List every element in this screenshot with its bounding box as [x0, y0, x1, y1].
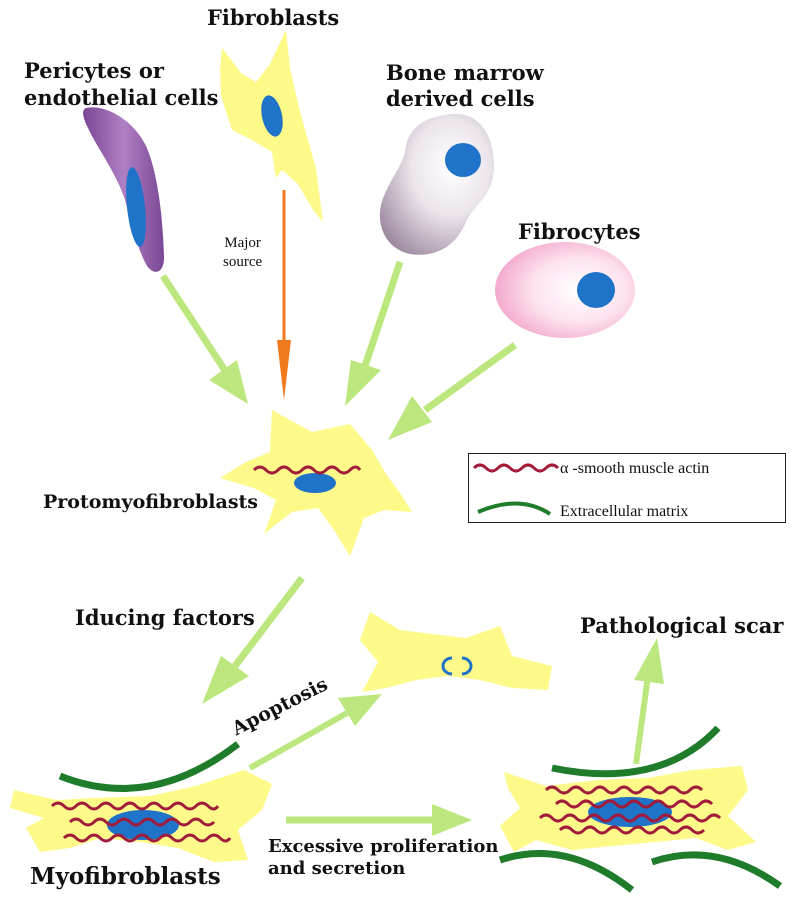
label-fibrocytes: Fibrocytes: [518, 219, 641, 244]
scar-cell: [498, 725, 783, 893]
arrow-excessive-proliferation: [286, 804, 472, 836]
label-pericytes: Pericytes or endothelial cells: [24, 57, 218, 111]
ecm-fiber: [58, 741, 241, 792]
arrow-bone-marrow-to-proto: [345, 260, 404, 406]
ecm-fiber: [551, 725, 721, 778]
label-protomyofibroblasts: Protomyofibroblasts: [43, 491, 259, 513]
apoptotic-cell: [360, 612, 552, 692]
label-myofibroblasts: Myofibroblasts: [30, 863, 221, 890]
fibrocyte-nucleus: [577, 272, 615, 308]
actin-fiber: [544, 785, 704, 795]
arrow-to-pathological-scar: [633, 638, 664, 765]
arrow-apoptosis: [248, 694, 382, 771]
fibroblast-cell: [220, 30, 323, 222]
legend-actin-swatch: [472, 463, 560, 473]
fibroblast-nucleus: [261, 95, 283, 137]
label-major-source: Major source: [223, 234, 262, 272]
protomyofibroblast-cell: [220, 410, 412, 556]
label-excessive-proliferation: Excessive proliferation and secretion: [268, 836, 498, 880]
arrow-pericyte-to-proto: [160, 274, 248, 404]
label-fibroblasts: Fibroblasts: [207, 5, 340, 30]
protomyofibroblast-nucleus: [294, 473, 336, 493]
arrow-fibrocyte-to-proto: [388, 342, 518, 440]
fragmented-nucleus: [441, 656, 453, 676]
bone-marrow-nucleus: [445, 143, 481, 177]
label-bone-marrow-line1: Bone marrow: [386, 60, 544, 85]
legend-ecm-label: Extracellular matrix: [560, 503, 689, 520]
label-pathological-scar: Pathological scar: [580, 613, 784, 638]
pericyte-nucleus: [126, 167, 146, 247]
label-inducing-factors: Iducing factors: [75, 605, 255, 630]
label-major-source-line2: source: [223, 254, 263, 270]
label-bone-marrow: Bone marrow derived cells: [386, 60, 544, 112]
label-pericytes-line1: Pericytes or: [24, 58, 164, 83]
label-excessive-line1: Excessive proliferation: [268, 836, 499, 857]
label-pericytes-line2: endothelial cells: [24, 85, 219, 110]
bone-marrow-cell: [379, 113, 494, 255]
myofibroblast-cell: [10, 741, 272, 862]
actin-fiber: [252, 465, 362, 475]
myofibroblast-nucleus: [107, 810, 179, 840]
actin-fiber: [50, 801, 220, 811]
legend: [468, 453, 786, 523]
fibrocyte-cell: [495, 242, 635, 338]
legend-ecm-swatch: [477, 501, 552, 516]
label-excessive-line2: and secretion: [268, 858, 406, 879]
pericyte-cell: [83, 107, 164, 272]
legend-actin-label: α -smooth muscle actin: [560, 460, 710, 477]
major-source-arrow: [277, 190, 291, 400]
arrow-inducing-factors: [202, 575, 305, 704]
label-major-source-line1: Major: [224, 235, 261, 251]
label-bone-marrow-line2: derived cells: [386, 86, 535, 111]
